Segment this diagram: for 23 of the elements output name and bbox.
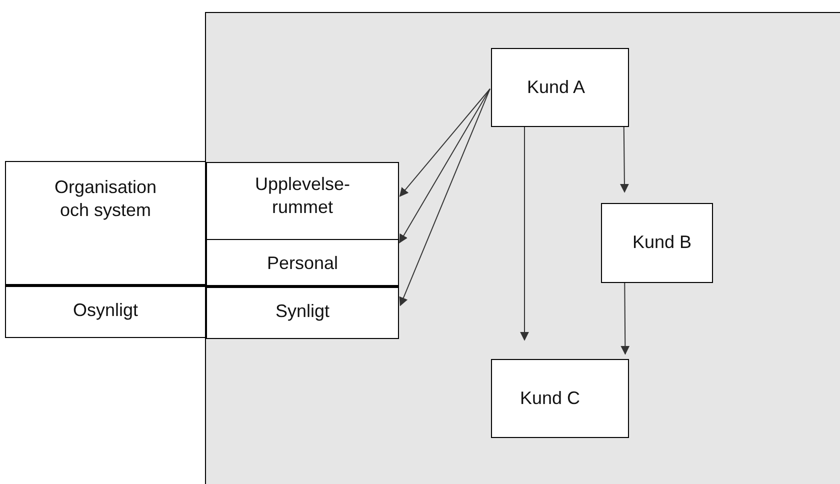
customer-box bbox=[491, 48, 629, 127]
node-label: Personal bbox=[266, 252, 338, 275]
arrow bbox=[399, 88, 490, 244]
node-label: Kund A bbox=[526, 76, 586, 99]
node-label: Kund C bbox=[520, 386, 580, 410]
table-cell bbox=[206, 285, 399, 339]
arrow bbox=[399, 88, 490, 306]
shaded-area bbox=[205, 12, 840, 484]
node-label: Osynligt bbox=[72, 299, 138, 322]
customer-box bbox=[491, 359, 629, 438]
table-cell bbox=[5, 161, 206, 286]
node-label: Synligt bbox=[275, 300, 330, 323]
arrow bbox=[399, 88, 490, 197]
arrow bbox=[520, 126, 529, 341]
node-label: Kund B bbox=[632, 231, 692, 254]
customer-box bbox=[601, 203, 713, 283]
node-label: Organisation och system bbox=[53, 176, 158, 222]
table-cell bbox=[206, 162, 399, 240]
arrow bbox=[620, 126, 629, 193]
table-cell bbox=[206, 239, 399, 287]
node-label: Upplevelse-rummet bbox=[254, 173, 352, 220]
arrow bbox=[620, 282, 630, 355]
table-cell bbox=[5, 284, 206, 338]
